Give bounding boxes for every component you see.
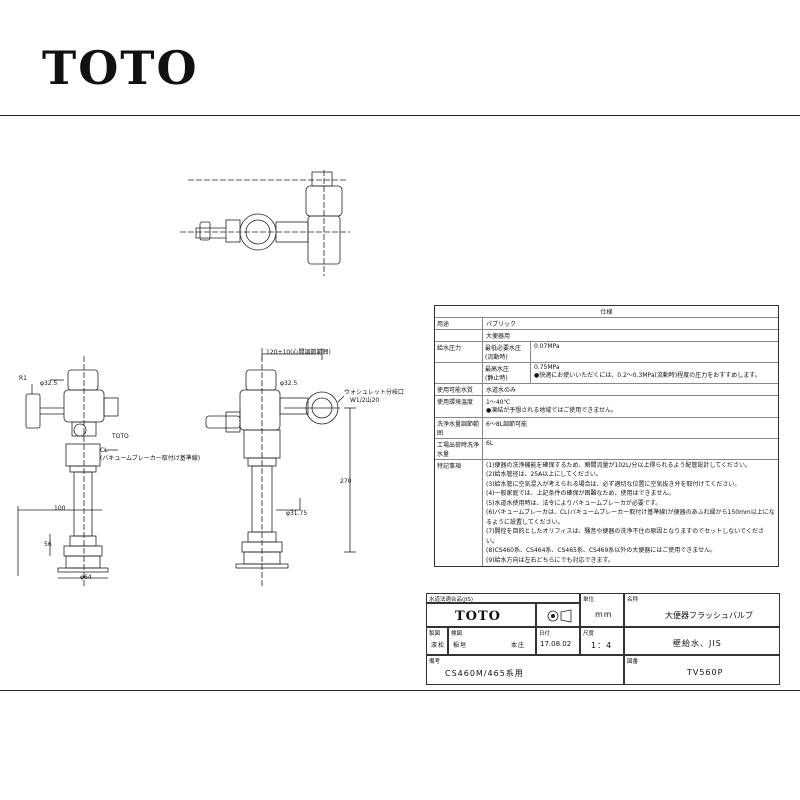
spec-value-water: 水道水のみ [486, 387, 517, 394]
valve-drawings [17, 170, 356, 586]
spec-note-8: (8)CS460系、CS464系、CS465系、CS469系以外の大便器にはご使… [486, 547, 717, 554]
dim-270: 270 [340, 478, 352, 485]
spec-note-max: ●快適にお使いいただくには、0.2〜0.3MPa(流動時)程度の圧力をおすすめし… [534, 372, 761, 379]
spec-value-max: 0.75MPa [534, 364, 560, 371]
spec-note-7: (7)開栓を目的としたオリフィスは、騒音や便器の洗浄不住の原因となりますのでセッ… [486, 528, 765, 545]
tb-projection-symbol [536, 603, 580, 627]
spec-header: 仕様 [600, 309, 613, 316]
spec-label-notes: 特記事項 [435, 459, 483, 566]
spec-note-5: (5)水道水使用時は、法令によりバキュームブレーカが必要です。 [486, 499, 662, 507]
front-view [17, 356, 119, 586]
tb-logo: TOTO [455, 609, 501, 624]
tb-drawn: 製図 濱松 [426, 627, 448, 655]
spec-note-3: (3)給水管に空気混入が考えられる場合は、必ず適切な位置に空気抜き弁を取付けてく… [486, 480, 741, 488]
spec-note-2: (2)給水管径は、25A以上にしてください。 [486, 471, 602, 478]
tb-standard: 水道法適合品(JIS) [426, 593, 580, 603]
tb-logo-cell: TOTO [426, 603, 536, 627]
spec-note-1: (1)便器の洗浄機能を確保するため、瞬間流量が102L/分以上得られるよう配管設… [486, 461, 751, 469]
tb-name: 名称 大便器フラッシュバルブ [624, 593, 780, 627]
toto-logo: TOTO [42, 41, 199, 95]
spec-sub-min: 最低必要水圧 (流動時) [483, 342, 531, 362]
projection-icon [547, 609, 572, 623]
spec-value-min: 0.07MPa [534, 343, 560, 350]
spec-label-pressure: 給水圧力 [435, 342, 483, 362]
spec-label-temp: 使用環境温度 [435, 396, 483, 417]
dim-d31-75: φ31.75 [286, 510, 308, 517]
dim-56: 56 [44, 541, 52, 548]
spec-table: 仕様 用途 パブリック 大便器用 給水圧力 最低必要水圧 (流動時) 0.07M… [434, 305, 779, 567]
spec-note-6: (6)バキュームブレーカは、CL(バキュームブレーカー取付け基準線)が便器のあふ… [486, 509, 775, 526]
top-view [180, 170, 350, 276]
tb-check: 検図 稲垣 本庄 [448, 627, 536, 655]
spec-label-water: 使用可能水質 [435, 384, 483, 395]
spec-label-range: 洗浄水量調節範囲 [435, 417, 483, 438]
dim-cl-note: CL (バキュームブレーカー取付け基準線) [100, 447, 201, 462]
dim-d64: φ64 [80, 574, 92, 581]
dim-100: 100 [54, 505, 66, 512]
spec-value-range: 6〜8L調節可能 [486, 420, 527, 428]
tb-figno: 図番 TV560P [624, 655, 780, 685]
tb-unit: 単位 mm [580, 593, 624, 627]
dim-washlet: ウォシュレット分岐口 [344, 389, 404, 396]
tb-scale: 尺度 1：4 [580, 627, 624, 655]
spec-label-factory: 工場出荷時洗浄水量 [435, 438, 483, 459]
side-view [205, 348, 356, 586]
tb-spec-name: 壁給水、JIS [624, 627, 780, 655]
dim-washlet-thread: W1/2山20 [350, 397, 380, 404]
title-block: 水道法適合品(JIS) TOTO 単位 mm 名称 大便器フラッシュバルブ 製図… [426, 593, 780, 685]
tb-remarks: 備考 CS460M/465系用 [426, 655, 624, 685]
drawing-sheet: R1 φ32.5 TOTO CL (バキュームブレーカー取付け基準線) 100 … [0, 115, 800, 691]
spec-label-use: 用途 [435, 318, 483, 329]
dim-d32-5-left: φ32.5 [40, 380, 58, 387]
spec-note-temp: ●凍結が予想される地域ではご使用できません。 [486, 407, 618, 414]
spec-value-use: パブリック [486, 321, 517, 328]
spec-sub-max: 最高水圧 (静止時) [483, 363, 531, 383]
spec-note-4: (4)一般家庭では、上記条件の確保が困難なため、使用はできません。 [486, 490, 675, 497]
dim-toto-label: TOTO [112, 433, 129, 440]
dim-d32-5-right: φ32.5 [280, 380, 298, 387]
spec-note-9: (9)給水方向は左右どちらにでも対応できます。 [486, 556, 614, 564]
spec-value-factory: 6L [486, 439, 494, 447]
tb-date: 日付 17.08.02 [536, 627, 580, 655]
dim-r1: R1 [19, 375, 27, 382]
spec-value-use2: 大便器用 [486, 333, 511, 340]
spec-value-temp: 1〜40℃ [486, 399, 511, 406]
dim-top-note: 120±10(心間調節範囲) [266, 349, 331, 356]
